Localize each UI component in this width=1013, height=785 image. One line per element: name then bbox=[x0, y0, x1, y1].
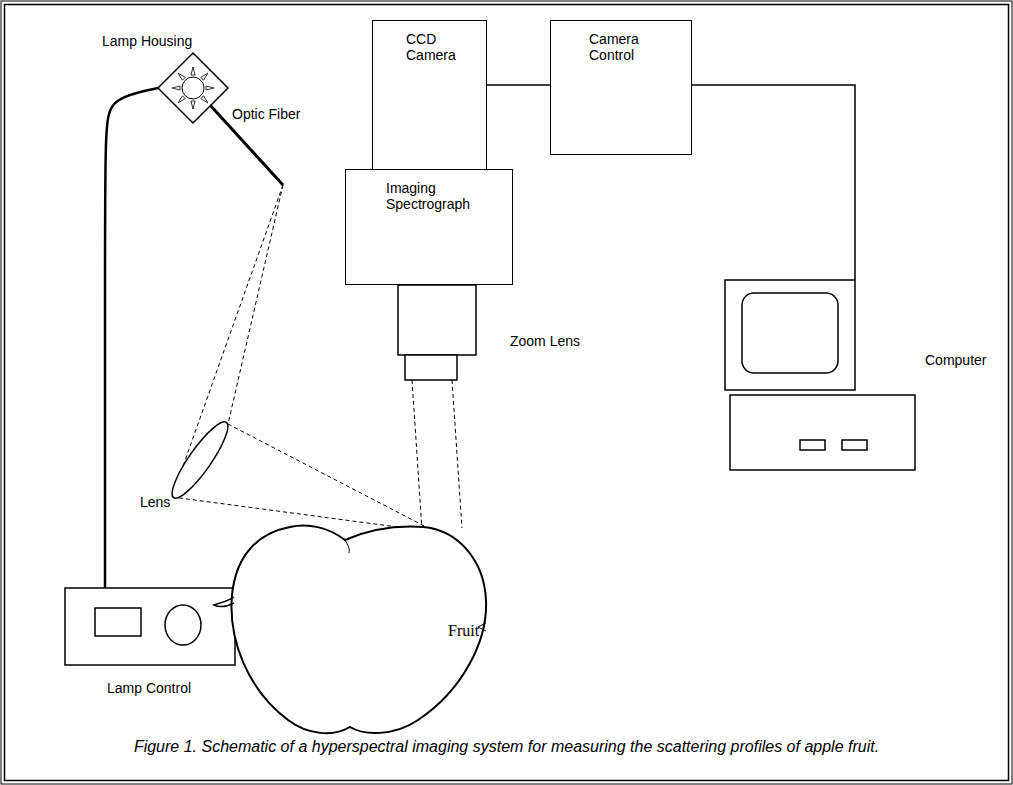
lamp-bulb bbox=[182, 77, 204, 99]
cable-line bbox=[105, 88, 158, 588]
apple-drawing bbox=[214, 526, 486, 734]
fruit-outline: Fruit bbox=[228, 515, 488, 740]
cable-line bbox=[692, 85, 855, 280]
spectrograph-box: Imaging Spectrograph bbox=[345, 169, 513, 285]
drive-slot bbox=[800, 440, 825, 450]
lamp-drawing bbox=[158, 53, 228, 123]
lamp-control-box bbox=[65, 588, 235, 665]
view-ray bbox=[412, 380, 422, 530]
node-label: CCD Camera bbox=[406, 31, 468, 63]
node-label: Fruit bbox=[448, 622, 479, 640]
lamp-control: Lamp Control bbox=[65, 588, 235, 665]
apple-stem bbox=[214, 597, 234, 607]
control-box: Camera Control bbox=[550, 20, 692, 155]
computer-drawing bbox=[725, 280, 915, 470]
light-ray bbox=[228, 185, 283, 424]
view-ray bbox=[452, 380, 462, 528]
lamp-ray bbox=[191, 67, 195, 75]
lamp-display bbox=[95, 608, 141, 636]
monitor bbox=[725, 280, 855, 390]
zoom-lens-tip bbox=[405, 355, 457, 380]
apple-outline bbox=[231, 526, 486, 734]
node-label: Camera Control bbox=[589, 31, 653, 63]
cable-line bbox=[487, 84, 550, 86]
lamp-ray bbox=[206, 86, 214, 90]
figure-caption: Figure 1. Schematic of a hyperspectral i… bbox=[60, 737, 953, 756]
inner-frame bbox=[5, 5, 1009, 781]
node-label: Lamp Control bbox=[107, 680, 191, 696]
lamp-housing: Lamp Housing bbox=[158, 53, 228, 123]
lamp-ray bbox=[172, 86, 180, 90]
node-label: Lamp Housing bbox=[102, 33, 192, 49]
focusing-lens bbox=[165, 416, 236, 504]
apple-calyx bbox=[478, 623, 486, 631]
node-label: Zoom Lens bbox=[510, 333, 580, 349]
node-label: Imaging Spectrograph bbox=[386, 180, 482, 212]
shape-outline bbox=[65, 588, 235, 665]
part-label: Optic Fiber bbox=[232, 106, 300, 122]
part-label: Lens bbox=[140, 494, 170, 510]
node-label: Computer bbox=[925, 352, 986, 368]
camera-box: CCD Camera bbox=[372, 20, 487, 170]
zoom-drawing bbox=[398, 285, 476, 380]
shape-outline bbox=[398, 285, 476, 380]
lamp-ray bbox=[201, 73, 208, 80]
monitor-screen bbox=[742, 293, 838, 373]
zoom-lens: Zoom Lens bbox=[398, 285, 476, 380]
computer-base bbox=[730, 395, 915, 470]
lamp-ray bbox=[178, 73, 185, 80]
light-ray bbox=[228, 424, 428, 528]
shape-outline bbox=[722, 280, 917, 470]
zoom-lens-barrel bbox=[398, 285, 476, 355]
computer-icon: Computer bbox=[722, 280, 917, 470]
lamp-ray bbox=[191, 101, 195, 109]
lamp-ray bbox=[178, 96, 185, 103]
apple-dimple bbox=[345, 540, 349, 553]
shape-outline bbox=[158, 53, 228, 123]
lampctl-drawing bbox=[65, 588, 235, 665]
light-ray bbox=[172, 185, 283, 497]
lamp-knob bbox=[165, 605, 201, 645]
drive-slot bbox=[842, 440, 867, 450]
lamp-ray bbox=[201, 96, 208, 103]
lamp-housing-outline bbox=[158, 53, 228, 123]
